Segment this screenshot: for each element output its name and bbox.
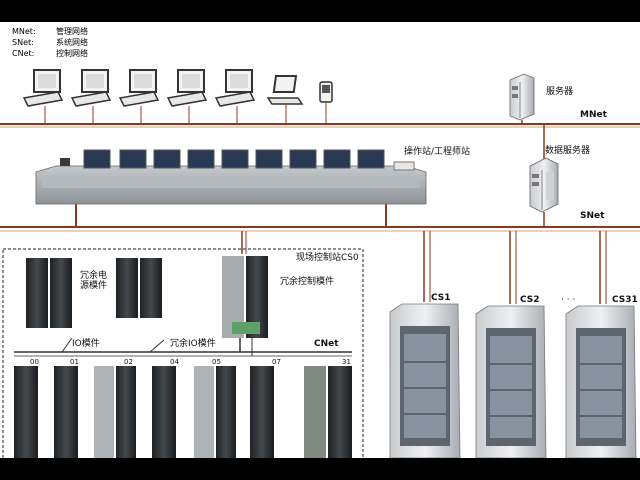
bottom-black-band	[0, 458, 640, 480]
io-module-label: IO模件	[72, 339, 100, 349]
console-monitors	[83, 149, 385, 169]
redundant-controller-modules	[222, 256, 268, 338]
top-black-band	[0, 0, 640, 22]
pda-icon	[319, 81, 333, 124]
data-server-icon	[529, 124, 559, 228]
server-icon	[509, 73, 535, 124]
cs2-label: CS2	[520, 295, 540, 305]
io-modules-row	[14, 366, 352, 458]
cs1-label: CS1	[431, 293, 451, 303]
legend-row-snet: SNet:系统网络	[12, 38, 88, 47]
slot-number: 00	[30, 358, 39, 366]
slot-number: 31	[342, 358, 351, 366]
field-station-label: 现场控制站CS0	[296, 253, 359, 263]
cnet-label: CNet	[314, 339, 339, 349]
ellipsis-label: · · ·	[561, 295, 576, 305]
network-legend: MNet:管理网络 SNet:系统网络 CNet:控制网络	[12, 26, 88, 59]
legend-row-cnet: CNet:控制网络	[12, 49, 88, 58]
mnet-label: MNet	[580, 110, 607, 120]
slot-number: 07	[272, 358, 281, 366]
snet-cabinet-drops	[423, 231, 607, 304]
redundant-power-label: 冗余电 源模件	[80, 271, 108, 291]
slot-number: 04	[170, 358, 179, 366]
slot-number: 01	[70, 358, 79, 366]
snet-label: SNet	[580, 211, 605, 221]
server-label: 服务器	[546, 87, 574, 97]
cabinet-cs31	[565, 305, 637, 459]
cabinet-cs2	[475, 305, 547, 459]
computer-icon	[70, 69, 112, 124]
cabinet-cs1	[389, 303, 461, 459]
computer-icon	[166, 69, 208, 124]
redundant-power-modules	[26, 258, 162, 328]
mnet-bus	[0, 123, 640, 128]
operator-console	[35, 149, 427, 226]
computer-icon	[22, 69, 64, 124]
redundant-control-label: 冗余控制模件	[280, 277, 335, 287]
computer-icon	[214, 69, 256, 124]
mnet-clients	[22, 69, 333, 124]
cs31-label: CS31	[612, 295, 638, 305]
slot-number: 05	[212, 358, 221, 366]
slot-number: 02	[124, 358, 133, 366]
cnet-bus	[14, 337, 352, 357]
snet-bus	[0, 226, 640, 232]
data-server-label: 数据服务器	[545, 146, 591, 156]
legend-row-mnet: MNet:管理网络	[12, 27, 88, 36]
computer-icon	[118, 69, 160, 124]
operator-station-label: 操作站/工程师站	[404, 147, 471, 157]
laptop-icon	[266, 75, 304, 124]
redundant-io-label: 冗余IO模件	[170, 339, 216, 349]
